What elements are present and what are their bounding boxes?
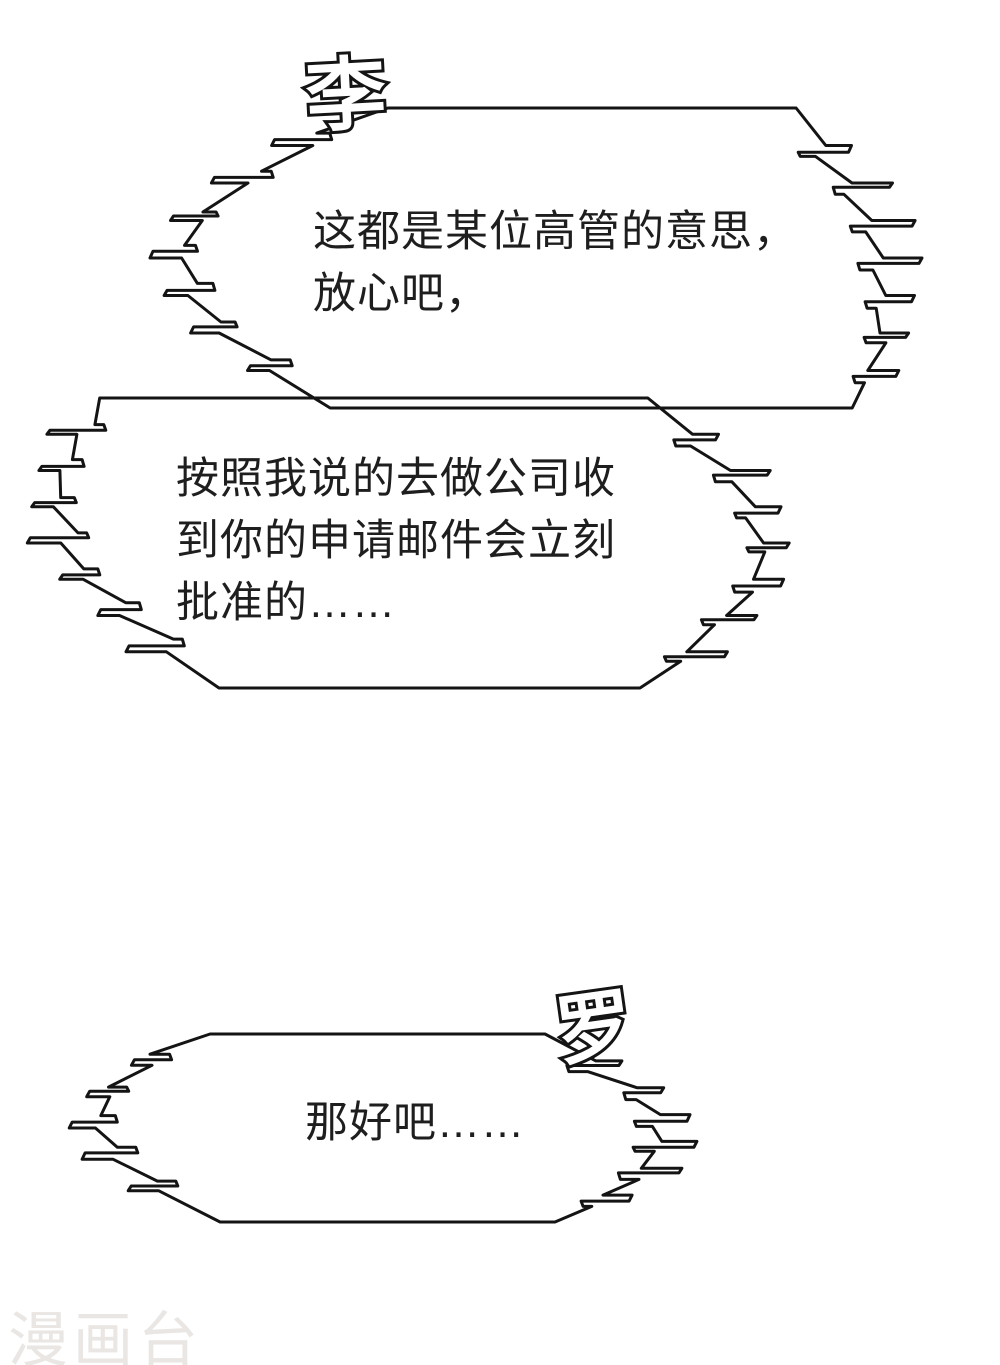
speech-bubble-bottom-outline <box>67 1032 699 1224</box>
speaker-label-li: 李 <box>304 49 389 142</box>
speech-bubble-top-fill <box>150 108 922 408</box>
watermark: 漫画台 <box>8 1307 203 1365</box>
bubble-top-text: 这都是某位高管的意思， 放心吧， <box>313 208 797 318</box>
speech-bubble-top-outline <box>148 106 924 410</box>
bubble-middle-text: 按照我说的去做公司收 到你的申请邮件会立刻 批准的…… <box>176 455 616 627</box>
speech-bubble-middle-outline <box>25 396 791 690</box>
speech-bubble-middle-fill <box>27 398 790 688</box>
speaker-label-luo: 罗 <box>551 981 638 1076</box>
bubble-bottom-text: 那好吧…… <box>305 1099 525 1147</box>
